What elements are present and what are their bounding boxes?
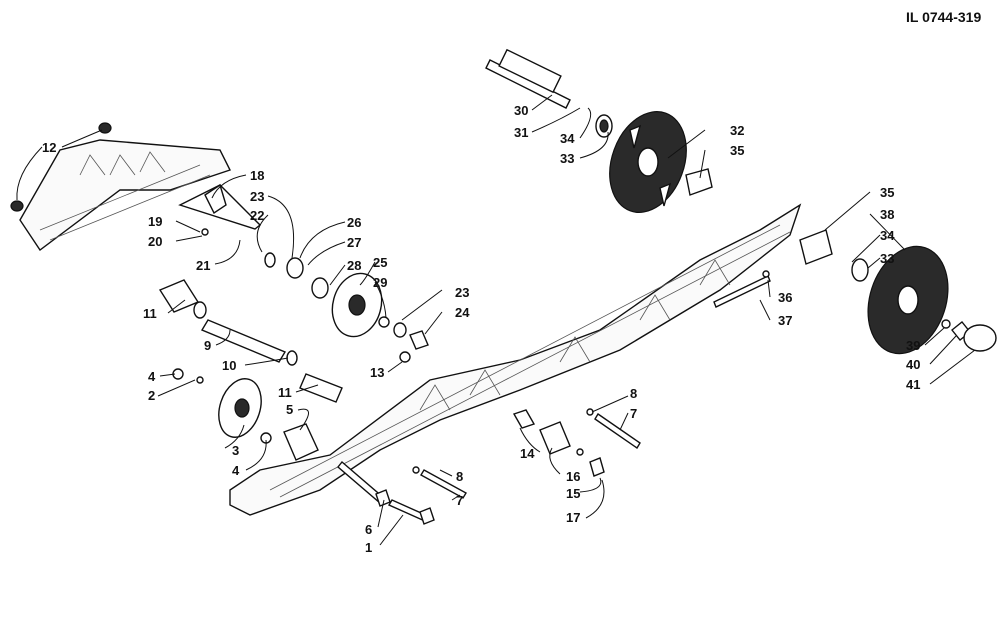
- callout-7b: 7: [630, 406, 637, 421]
- callout-23b: 23: [455, 285, 469, 300]
- callout-4a: 4: [232, 463, 240, 478]
- callout-32: 32: [730, 123, 744, 138]
- callout-26: 26: [347, 215, 361, 230]
- callout-16: 16: [566, 469, 580, 484]
- callout-2: 2: [148, 388, 155, 403]
- callout-1: 1: [365, 540, 372, 555]
- callout-40: 40: [906, 357, 920, 372]
- lower-idler-wheel: [172, 368, 319, 461]
- callout-41: 41: [906, 377, 920, 392]
- callout-4b: 4: [148, 369, 156, 384]
- callout-20: 20: [148, 234, 162, 249]
- callout-34a: 34: [560, 131, 575, 146]
- lower-bolts: [337, 408, 641, 525]
- rear-spacers: [399, 351, 605, 477]
- upper-idler-wheel-left: [609, 111, 687, 213]
- right-idler-wheel: [799, 229, 997, 355]
- middle-idler-wheel: [331, 272, 429, 350]
- callout-39: 39: [906, 338, 920, 353]
- callout-25: 25: [373, 255, 387, 270]
- callout-13: 13: [370, 365, 384, 380]
- cross-shafts: [158, 279, 343, 403]
- callout-18: 18: [250, 168, 264, 183]
- leader-lines: [16, 94, 976, 546]
- callout-21: 21: [196, 258, 210, 273]
- callout-6: 6: [365, 522, 372, 537]
- callout-9: 9: [204, 338, 211, 353]
- bolt-36-37: [713, 270, 771, 308]
- callout-36: 36: [778, 290, 792, 305]
- callout-28: 28: [347, 258, 361, 273]
- callout-31: 31: [514, 125, 528, 140]
- callout-8a: 8: [456, 469, 463, 484]
- callout-34b: 34: [880, 228, 895, 243]
- callout-7a: 7: [456, 493, 463, 508]
- callout-24: 24: [455, 305, 470, 320]
- callout-22: 22: [250, 208, 264, 223]
- callout-33b: 33: [880, 251, 894, 266]
- upper-idler-spacer: [685, 168, 713, 196]
- callout-35b: 35: [880, 185, 894, 200]
- callout-30: 30: [514, 103, 528, 118]
- callout-37: 37: [778, 313, 792, 328]
- callout-14: 14: [520, 446, 535, 461]
- callout-5: 5: [286, 402, 293, 417]
- callout-3: 3: [232, 443, 239, 458]
- callout-12: 12: [42, 140, 56, 155]
- callout-35a: 35: [730, 143, 744, 158]
- callout-11b: 11: [278, 385, 292, 400]
- callout-8b: 8: [630, 386, 637, 401]
- callout-19: 19: [148, 214, 162, 229]
- illustration-id: IL 0744-319: [906, 9, 981, 25]
- left-slide-rail: [19, 139, 802, 516]
- callout-29: 29: [373, 275, 387, 290]
- callout-labels: 1 2 3 4 4 5 6 7 7 8 8 9 10 11 11 12 13 1…: [42, 103, 920, 555]
- callout-33a: 33: [560, 151, 574, 166]
- callout-38: 38: [880, 207, 894, 222]
- callout-10: 10: [222, 358, 236, 373]
- rail-caps: [10, 122, 112, 212]
- callout-15: 15: [566, 486, 580, 501]
- callout-23a: 23: [250, 189, 264, 204]
- callout-27: 27: [347, 235, 361, 250]
- callout-11a: 11: [143, 306, 157, 321]
- upper-idler-axle: [485, 48, 613, 138]
- callout-17: 17: [566, 510, 580, 525]
